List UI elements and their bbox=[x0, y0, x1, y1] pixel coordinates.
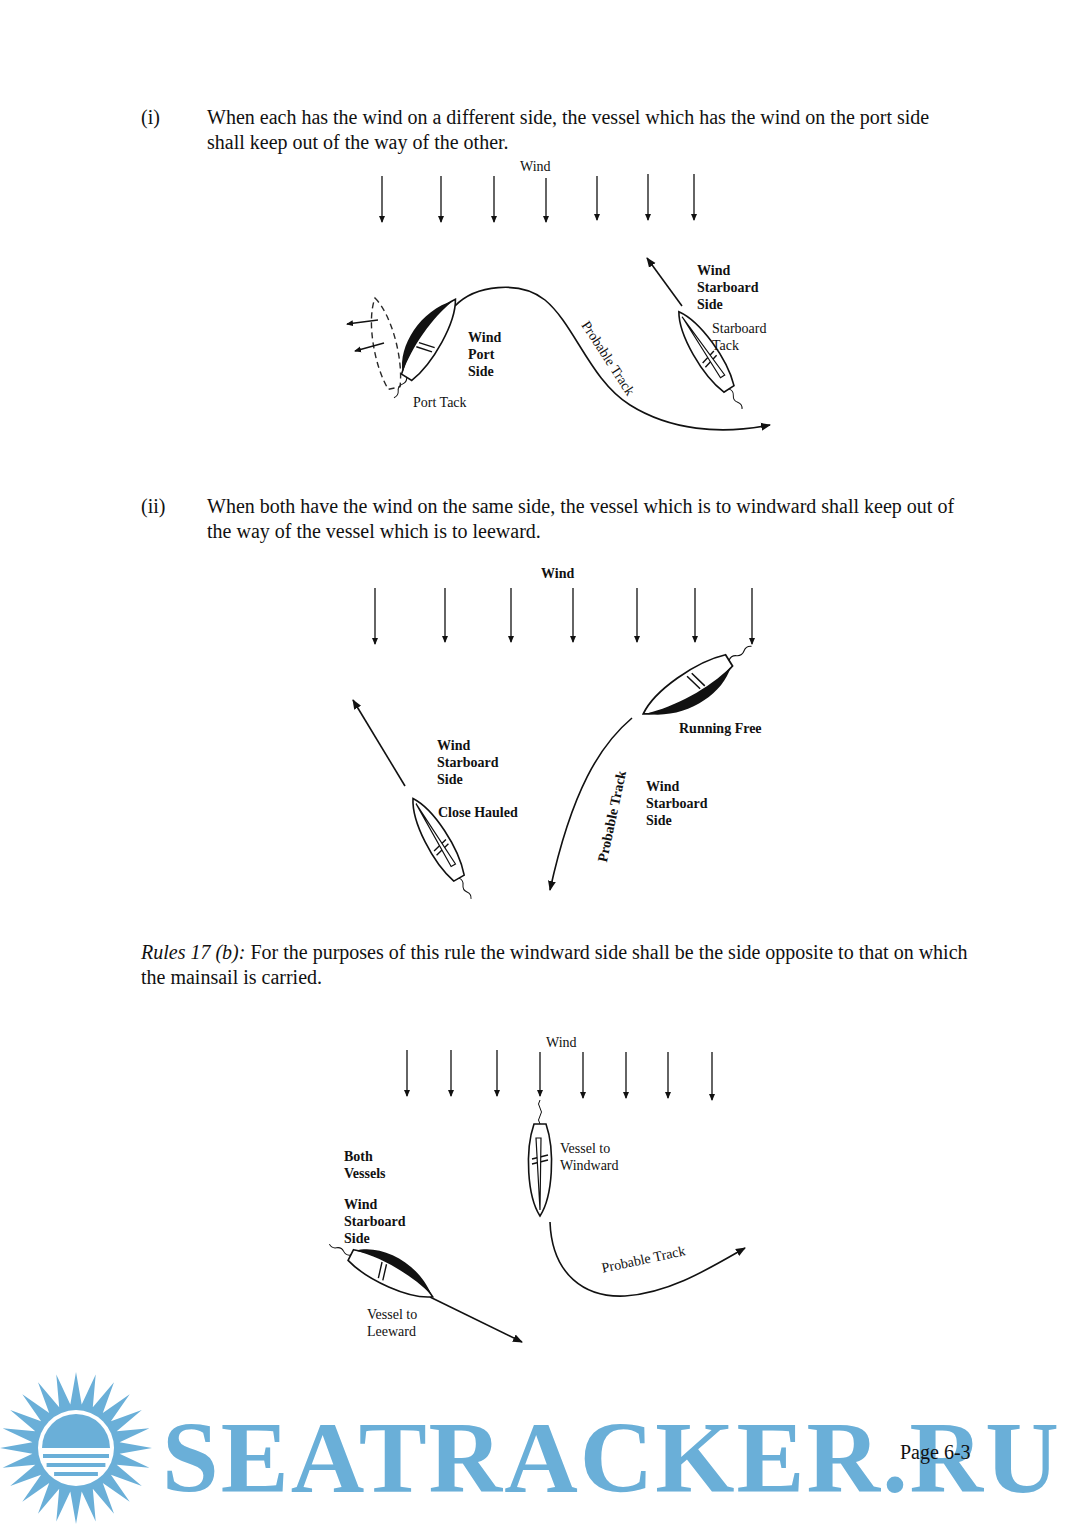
side-label: Wind Starboard Side bbox=[344, 1196, 414, 1247]
side-label: Wind Port Side bbox=[468, 329, 518, 380]
vessel-label: Vessel to Windward bbox=[560, 1140, 632, 1174]
track-label: Probable Track bbox=[594, 769, 630, 863]
rule-text: When both have the wind on the same side… bbox=[207, 494, 962, 544]
point-of-sail-label: Running Free bbox=[679, 720, 762, 737]
point-of-sail-label: Close Hauled bbox=[438, 804, 518, 821]
wind-label: Wind bbox=[520, 158, 551, 175]
item-number: (i) bbox=[141, 105, 160, 130]
rule-text: When each has the wind on a different si… bbox=[207, 105, 962, 155]
wind-label: Wind bbox=[546, 1034, 577, 1051]
side-label: Wind Starboard Side bbox=[646, 778, 716, 829]
rule-reference: Rules 17 (b): bbox=[141, 940, 245, 965]
vessel-label: Vessel to Leeward bbox=[367, 1306, 431, 1340]
rule-text: For the purposes of this rule the windwa… bbox=[141, 940, 971, 990]
tack-label: Starboard Tack bbox=[712, 320, 778, 354]
item-number: (ii) bbox=[141, 494, 165, 519]
wind-label: Wind bbox=[541, 565, 574, 582]
tack-label: Port Tack bbox=[413, 394, 467, 411]
track-label: Probable Track bbox=[600, 1242, 687, 1276]
sun-logo bbox=[0, 1372, 152, 1524]
side-label: Wind Starboard Side bbox=[437, 737, 507, 788]
side-label: Wind Starboard Side bbox=[697, 262, 767, 313]
vessels-label: Both Vessels bbox=[344, 1148, 408, 1182]
page-number: Page 6-3 bbox=[900, 1440, 971, 1465]
